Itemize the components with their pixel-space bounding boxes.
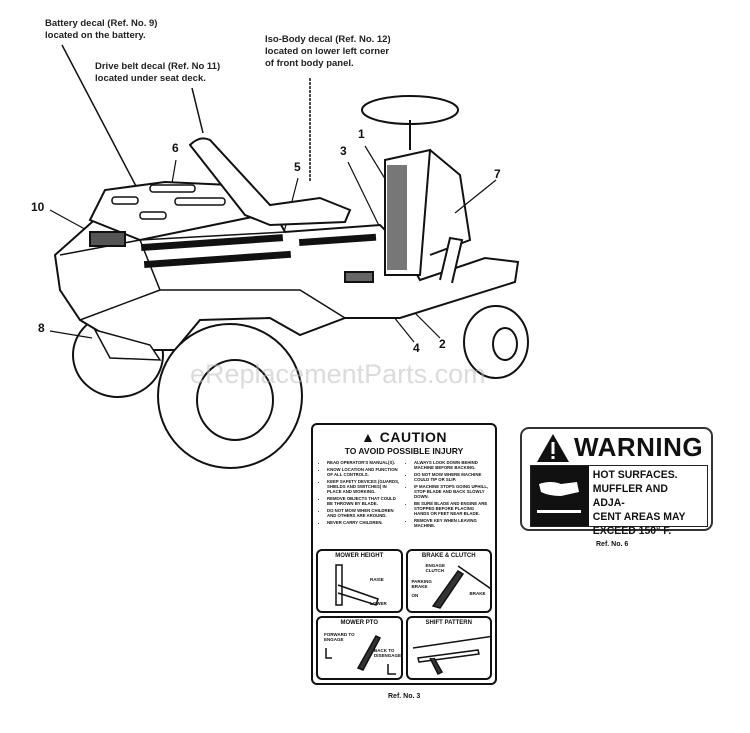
callout-4: 4 [413,341,420,355]
warning-text: HOT SURFACES. MUFFLER AND ADJA- CENT ARE… [589,466,701,537]
caution-item: KEEP SAFETY DEVICES (GUARDS, SHIELDS AND… [327,479,402,494]
warning-triangle-icon: ▲ [360,429,376,445]
note-line: located under seat deck. [95,73,206,84]
caution-item: ALWAYS LOOK DOWN BEHIND MACHINE BEFORE B… [414,460,489,470]
shift-pattern-panel: SHIFT PATTERN [405,616,492,680]
caution-item: DO NOT MOW WHERE MACHINE COULD TIP OR SL… [414,472,489,482]
caution-title: ▲ CAUTION [313,429,495,445]
warning-title: WARNING [574,432,704,462]
callout-6: 6 [172,141,179,155]
mower-height-panel: MOWER HEIGHT RAISE LOWER [316,549,403,613]
panel-label: BRAKE [469,591,486,596]
mower-body [53,203,520,351]
stripe-decal [140,234,284,252]
caution-item: IF MACHINE STOPS GOING UPHILL, STOP BLAD… [414,484,489,499]
caution-item: REMOVE KEY WHEN LEAVING MACHINE. [414,518,489,528]
caution-item: REMOVE OBJECTS THAT COULD BE THROWN BY B… [327,496,402,506]
note-line: located on lower left corner [265,46,390,57]
iso-body-decal-note: Iso-Body decal (Ref. No. 12) located on … [265,34,391,70]
panel-label: RAISE [370,577,384,582]
leader-line [49,330,93,339]
callout-8: 8 [38,321,45,335]
warning-ref: Ref. No. 6 [596,541,629,548]
warning-decal: WARNING HOT SURFACES. MUFFLER AND ADJA- … [520,427,713,537]
caution-left-list: READ OPERATOR'S MANUAL(S). KNOW LOCATION… [319,460,402,530]
panel-title: MOWER HEIGHT [335,553,384,559]
caution-subtitle: TO AVOID POSSIBLE INJURY [344,446,464,456]
note-line: Battery decal (Ref. No. 9) [45,18,158,29]
panel-label: ON [411,593,419,598]
warning-triangle-icon [537,434,569,462]
caution-item: DO NOT MOW WHEN CHILDREN AND OTHERS ARE … [327,508,402,518]
brake-clutch-panel: BRAKE & CLUTCH ENGAGE CLUTCH PARKING BRA… [405,549,492,613]
decal-2 [298,233,377,247]
leader-line [61,44,138,189]
caution-right-list: ALWAYS LOOK DOWN BEHIND MACHINE BEFORE B… [406,460,489,530]
front-wheel [463,305,529,379]
callout-1: 1 [358,127,365,141]
rear-right-wheel [157,323,303,469]
panel-title: SHIFT PATTERN [425,620,472,626]
panel-title: MOWER PTO [340,620,379,626]
panel-label: BACK TO DISENGAGE [374,648,402,658]
callout-7: 7 [494,167,501,181]
watermark: eReplacementParts.com [190,359,486,389]
warning-line: HOT SURFACES. [592,469,678,481]
warning-line: EXCEED 150° F. [592,525,672,537]
caution-item: BE SURE BLADE AND ENGINE ARE STOPPED BEF… [414,501,489,516]
caution-item: KNOW LOCATION AND FUNCTION OF ALL CONTRO… [327,467,402,477]
console-decal [387,165,407,270]
panel-label: LOWER [370,601,387,606]
caution-item: READ OPERATOR'S MANUAL(S). [327,460,402,465]
drive-belt-decal-note: Drive belt decal (Ref. No 11) located un… [95,61,220,85]
warning-line: CENT AREAS MAY [592,511,686,523]
caution-title-text: CAUTION [379,429,448,445]
panel-title: BRAKE & CLUTCH [421,553,476,559]
panel-label: ENGAGE CLUTCH [425,563,446,573]
stripe-decal [143,250,292,269]
battery-decal-note: Battery decal (Ref. No. 9) located on th… [45,18,157,42]
caution-ref: Ref. No. 3 [388,693,421,700]
caution-decal: ▲ CAUTION TO AVOID POSSIBLE INJURY READ … [311,423,497,685]
panel-label: PARKING BRAKE [411,579,432,589]
callout-2: 2 [439,337,446,351]
note-line: of front body panel. [265,58,354,69]
leader-line [191,87,204,134]
note-line: Iso-Body decal (Ref. No. 12) [265,34,391,45]
callout-10: 10 [31,200,45,214]
panel-label: FORWARD TO ENGAGE [324,632,355,642]
leader-line [454,179,497,214]
mower-deck [93,328,162,361]
hand-heat-icon [531,466,589,526]
caution-item: NEVER CARRY CHILDREN. [327,520,402,525]
callout-3: 3 [340,144,347,158]
seat [188,137,352,227]
leader-line [171,159,177,184]
mower-pto-panel: MOWER PTO FORWARD TO ENGAGE BACK TO DISE… [316,616,403,680]
control-lever [439,236,464,284]
steering-wheel [361,95,459,125]
decal-10 [89,231,126,247]
note-line: Drive belt decal (Ref. No 11) [95,61,221,72]
warning-line: MUFFLER AND ADJA- [592,483,668,509]
callout-5: 5 [294,160,301,174]
decal-4 [344,271,374,283]
hood-vents [111,184,226,220]
note-line: located on the battery. [45,30,146,41]
